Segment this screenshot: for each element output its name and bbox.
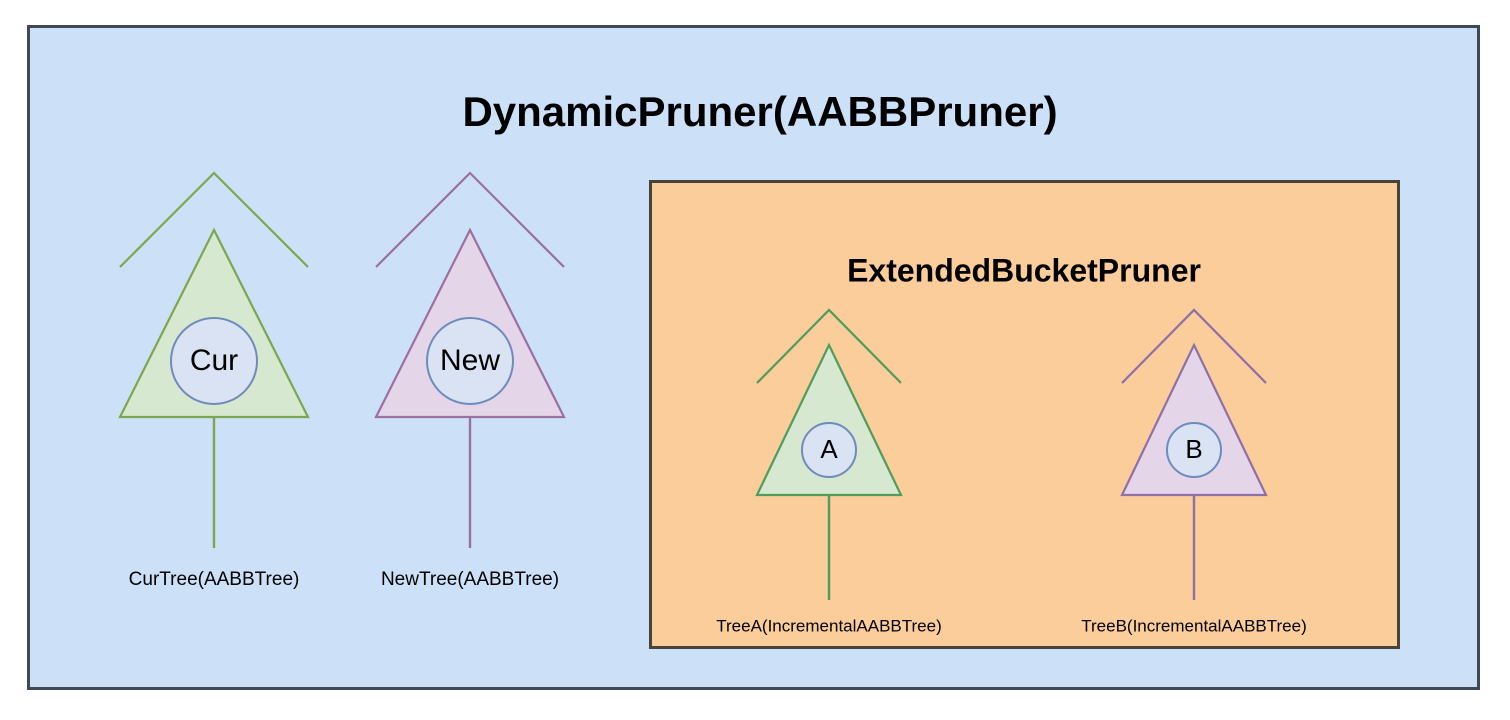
tree-node-circle-new-tree [426,317,514,405]
outer-panel-title: DynamicPruner(AABBPruner) [462,88,1057,135]
tree-caption-tree-a: TreeA(IncrementalAABBTree) [716,616,941,635]
tree-chevron-new-tree [375,171,565,268]
tree-chevron-tree-a [756,308,902,384]
tree-caption-new-tree: NewTree(AABBTree) [381,569,559,590]
tree-node-label-tree-a: A [820,434,838,464]
tree-group-tree-b: B TreeB(IncrementalAABBTree) [1081,308,1307,635]
tree-node-circle-cur-tree [170,317,258,405]
tree-caption-cur-tree: CurTree(AABBTree) [129,569,300,590]
tree-node-label-cur-tree: Cur [190,344,238,377]
tree-chevron-cur-tree [119,171,309,268]
tree-node-circle-tree-a [801,422,857,478]
tree-node-label-new-tree: New [440,344,500,377]
tree-triangle-tree-a [755,342,903,497]
tree-caption-tree-b: TreeB(IncrementalAABBTree) [1081,616,1306,635]
tree-node-label-tree-b: B [1185,434,1202,464]
tree-chevron-tree-b [1121,308,1267,384]
inner-panel-title: ExtendedBucketPruner [847,252,1201,288]
inner-panel-extended-bucket-pruner [649,180,1400,649]
tree-group-tree-a: A TreeA(IncrementalAABBTree) [716,308,942,635]
tree-triangle-tree-b [1120,342,1268,497]
tree-node-circle-tree-b [1166,422,1222,478]
